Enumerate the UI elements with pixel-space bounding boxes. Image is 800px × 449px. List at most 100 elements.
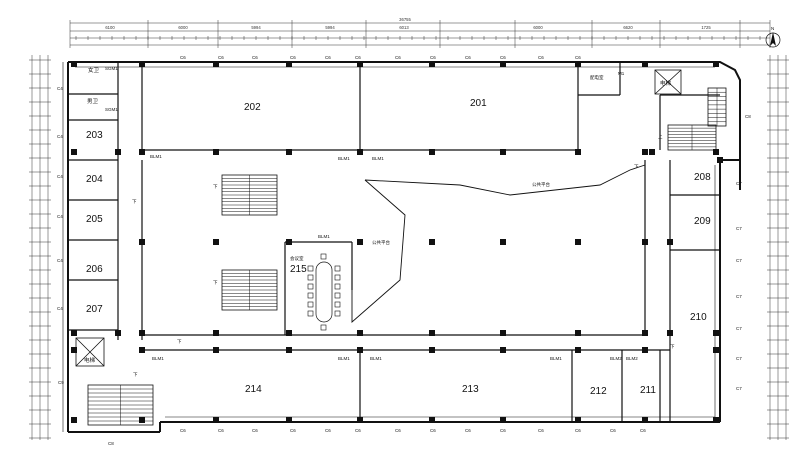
public-platform-label-2: 公共平台 [372, 239, 390, 246]
down-label-6: 下 [670, 344, 675, 350]
window-c6-top-1: C6 [218, 55, 224, 60]
elevator-left-label: 电梯 [84, 356, 96, 364]
structural-column [575, 330, 581, 336]
window-c7-right-2: C7 [736, 258, 742, 263]
structural-column [667, 239, 673, 245]
top-dimension-ticks [69, 20, 771, 48]
room-208: 208 [694, 172, 711, 183]
window-c7-right-5: C7 [736, 356, 742, 361]
dim-seg-7: 6620 [623, 25, 633, 30]
exterior-walls [67, 61, 741, 433]
structural-column [500, 347, 506, 353]
dim-seg-2: 6000 [178, 25, 188, 30]
down-label-4: 下 [177, 339, 182, 345]
window-c4-left-2: C4 [57, 174, 63, 179]
structural-column [115, 330, 121, 336]
window-c6-top-2: C6 [252, 55, 258, 60]
structural-column [357, 239, 363, 245]
top-segment-dimensions: 6100 6000 5994 5994 6013 6000 6620 1725 [105, 25, 711, 30]
structural-column [286, 417, 292, 423]
elevator-right [654, 69, 682, 95]
stair-upper-right-treads [668, 125, 716, 150]
dim-seg-4: 5994 [325, 25, 335, 30]
structural-column [642, 239, 648, 245]
structural-column [71, 149, 77, 155]
room-202: 202 [244, 102, 261, 113]
structural-column [357, 347, 363, 353]
structural-column [357, 330, 363, 336]
window-c7-right-1: C7 [736, 226, 742, 231]
chair [320, 253, 327, 260]
interior-walls [68, 62, 720, 422]
north-label: N [771, 26, 774, 31]
window-c6-bottom-12: C6 [610, 428, 616, 433]
structural-column [713, 417, 719, 423]
door-blm1-4: BLM1 [318, 234, 330, 239]
window-c4-left-3: C4 [57, 214, 63, 219]
structural-column [429, 330, 435, 336]
room-210: 210 [690, 312, 707, 323]
window-c6-bottom-11: C6 [575, 428, 581, 433]
structural-column [139, 347, 145, 353]
structural-column [429, 417, 435, 423]
top-dimension-lines [70, 22, 770, 46]
window-c6-bottom-9: C6 [500, 428, 506, 433]
chair [307, 283, 314, 290]
door-blm1-1: BLM1 [150, 154, 162, 159]
public-platform-label-1: 公共平台 [532, 181, 550, 188]
structural-column [429, 61, 435, 67]
male-wc-label: 男卫 [87, 98, 99, 105]
structural-column [500, 417, 506, 423]
dim-seg-8: 1725 [701, 25, 711, 30]
down-label-5: 下 [634, 164, 639, 170]
window-c6-top-11: C6 [575, 55, 581, 60]
door-sgm1-1: SGM1 [105, 66, 118, 71]
room-203: 203 [86, 130, 103, 141]
structural-columns [71, 61, 723, 423]
chair [320, 324, 327, 331]
window-c6-top-8: C6 [465, 55, 471, 60]
door-sgm1-2: SGM1 [105, 107, 118, 112]
door-blm1-2: BLM1 [338, 156, 350, 161]
chair [334, 310, 341, 317]
room-215: 215 [290, 264, 307, 275]
structural-column [575, 239, 581, 245]
structural-column [139, 330, 145, 336]
structural-column [429, 239, 435, 245]
room-214: 214 [245, 384, 262, 395]
chair [307, 274, 314, 281]
window-c8-right: C8 [745, 114, 751, 119]
structural-column [71, 330, 77, 336]
structural-column [139, 239, 145, 245]
structural-column [357, 61, 363, 67]
structural-column [286, 347, 292, 353]
chair [334, 283, 341, 290]
power-room-label: 配电室 [590, 74, 604, 81]
window-c6-top-3: C6 [290, 55, 296, 60]
window-c6-top-4: C6 [325, 55, 331, 60]
window-c6-bottom-10: C6 [538, 428, 544, 433]
chair [307, 301, 314, 308]
structural-column [667, 330, 673, 336]
structural-column [286, 61, 292, 67]
window-c9-left: C9 [58, 380, 64, 385]
structural-column [500, 149, 506, 155]
down-label-1: 下 [213, 184, 218, 190]
structural-column [213, 347, 219, 353]
door-codes: SGM1 SGM1 BLM1 BLM1 BLM1 BLM1 BLM1 BLM1 … [105, 66, 638, 361]
stair-direction-labels: 下 下 下 下 下 下 下 上 [132, 133, 675, 378]
window-c8-bottom: C8 [108, 441, 114, 446]
structural-column [575, 61, 581, 67]
chair [334, 301, 341, 308]
window-c7-right-4: C7 [736, 326, 742, 331]
structural-column [713, 330, 719, 336]
room-201: 201 [470, 98, 487, 109]
window-c4-left-5: C4 [57, 306, 63, 311]
room-labels: 202 201 203 204 205 206 207 208 209 210 … [86, 98, 711, 397]
structural-column [139, 149, 145, 155]
room-213: 213 [462, 384, 479, 395]
window-c6-bottom-3: C6 [290, 428, 296, 433]
window-c6-top-9: C6 [500, 55, 506, 60]
room-204: 204 [86, 174, 103, 185]
